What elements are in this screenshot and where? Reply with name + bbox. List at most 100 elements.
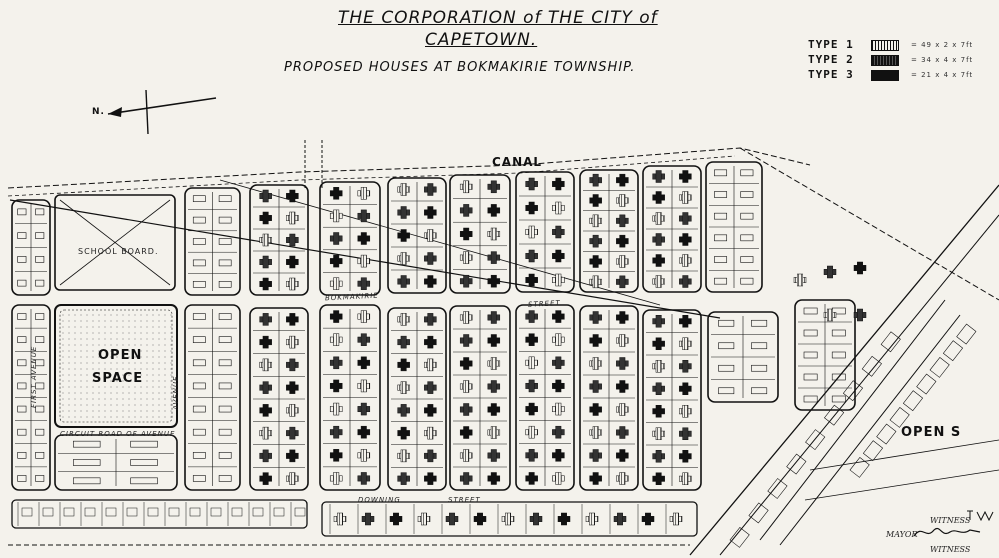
house-marker <box>286 255 299 269</box>
plot-outline <box>35 256 45 263</box>
plot-outline <box>849 456 870 478</box>
house-marker <box>487 472 501 485</box>
house-marker <box>357 333 371 346</box>
plot-outline <box>831 373 846 381</box>
house-marker <box>397 229 410 242</box>
house-marker <box>286 381 299 394</box>
house-marker <box>397 358 410 372</box>
house-marker <box>329 449 343 462</box>
plot-outline <box>740 277 754 285</box>
house-marker <box>459 180 473 194</box>
plot-outline <box>714 169 728 177</box>
plot-outline <box>273 507 285 517</box>
plot-outline <box>73 440 101 448</box>
house-marker <box>424 449 437 463</box>
house-marker <box>589 380 602 393</box>
school-board-label: SCHOOL BOARD. <box>78 247 159 256</box>
plot-outline <box>231 507 243 517</box>
house-marker <box>552 249 565 263</box>
house-marker <box>329 277 343 290</box>
plot-outline <box>35 336 45 343</box>
street-block <box>642 165 702 293</box>
street-block <box>319 304 381 491</box>
plot-outline <box>803 395 818 403</box>
plot-outline <box>751 342 768 350</box>
plot-outline <box>192 336 206 343</box>
plot-outline <box>130 440 158 448</box>
plot-outline <box>192 238 206 245</box>
plot-outline <box>714 234 728 242</box>
plot-outline <box>218 336 232 343</box>
house-marker <box>286 358 299 372</box>
house-marker <box>589 472 602 485</box>
plot-outline <box>831 351 846 359</box>
plot-outline <box>17 452 27 459</box>
house-marker <box>525 249 538 263</box>
house-marker <box>459 311 473 324</box>
housing-blocks <box>11 161 856 537</box>
house-marker <box>589 311 602 324</box>
downing-label: DOWNING <box>358 496 401 504</box>
house-marker <box>397 449 410 463</box>
plot-outline <box>192 195 206 202</box>
house-marker <box>329 379 343 393</box>
street-block <box>387 177 447 294</box>
house-marker <box>459 380 473 393</box>
house-marker <box>329 472 343 485</box>
plot-outline <box>803 373 818 381</box>
house-marker <box>424 404 437 417</box>
house-marker <box>679 450 692 463</box>
plan-title-line-1: THE CORPORATION of THE CITY of <box>338 8 658 28</box>
plot-outline <box>748 502 769 524</box>
house-marker <box>259 211 272 225</box>
house-marker <box>616 234 629 248</box>
plot-outline <box>842 380 864 402</box>
house-marker <box>616 255 629 268</box>
plot-outline <box>35 359 45 367</box>
witness-label-2: WITNESS <box>930 545 971 554</box>
plot-outline <box>956 323 977 345</box>
house-marker <box>459 204 473 217</box>
house-marker <box>589 357 602 370</box>
house-marker <box>424 183 437 196</box>
house-marker <box>286 277 299 291</box>
plot-outline <box>192 313 206 320</box>
east-boundary <box>739 147 999 301</box>
house-marker <box>669 512 683 526</box>
plot-outline <box>17 208 27 216</box>
house-marker <box>397 335 410 349</box>
street-label: STREET <box>527 299 561 309</box>
legend-swatch-hatched <box>871 39 900 51</box>
north-arrow-icon <box>107 89 217 135</box>
plot-outline <box>218 259 232 267</box>
house-marker <box>552 472 565 485</box>
house-marker <box>286 233 299 247</box>
plot-outline <box>130 477 158 485</box>
house-marker <box>679 275 692 288</box>
house-marker <box>679 233 692 246</box>
plot-outline <box>218 238 232 245</box>
house-marker <box>679 382 692 395</box>
street-block <box>11 304 51 491</box>
plot-outline <box>218 313 232 320</box>
legend-item-type-1: TYPE 1 = 49 x 2 x 7ft <box>808 38 973 51</box>
house-marker <box>286 426 299 440</box>
house-marker <box>487 180 501 194</box>
house-marker <box>616 426 629 439</box>
plot-outline <box>218 452 232 459</box>
house-marker <box>652 275 665 288</box>
legend-label: TYPE 2 <box>808 53 854 66</box>
house-marker <box>641 512 655 526</box>
plot-grid <box>15 166 977 548</box>
house-marker <box>259 449 272 463</box>
house-marker <box>679 315 692 328</box>
plot-outline <box>192 452 206 459</box>
house-marker <box>357 232 371 245</box>
plot-outline <box>105 507 117 517</box>
plot-outline <box>218 428 232 436</box>
house-marker <box>424 275 437 288</box>
house-marker <box>397 252 410 265</box>
plot-outline <box>17 428 27 436</box>
plot-outline <box>718 342 735 350</box>
legend-item-type-3: TYPE 3 = 21 x 4 x 7ft <box>808 68 973 81</box>
